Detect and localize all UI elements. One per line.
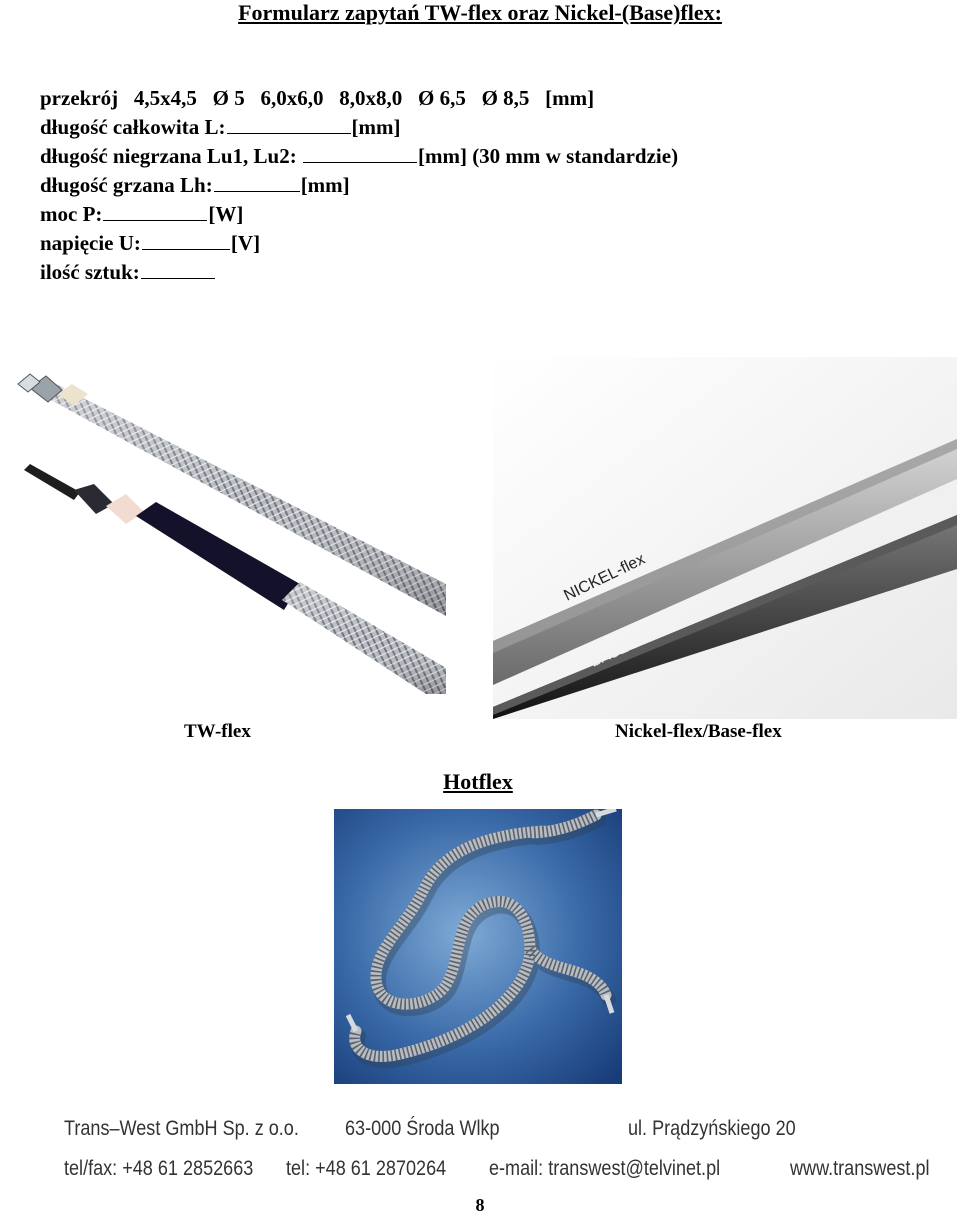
footer-street: ul. Prądzyńskiego 20	[628, 1117, 796, 1140]
heated-length-unit: [mm]	[300, 173, 350, 197]
quantity-row: ilość sztuk:	[40, 258, 678, 287]
power-field[interactable]	[103, 200, 208, 221]
cross-section-unit: [mm]	[545, 86, 595, 110]
quantity-label: ilość sztuk:	[40, 260, 140, 284]
nickel-flex-bar	[493, 439, 957, 685]
total-length-row: długość całkowita L: [mm]	[40, 113, 678, 142]
quantity-field[interactable]	[140, 258, 215, 279]
heated-length-label: długość grzana Lh:	[40, 173, 213, 197]
nickel-base-caption: Nickel-flex/Base-flex	[615, 721, 782, 742]
footer-telfax: tel/fax: +48 61 2852663	[64, 1157, 254, 1180]
hotflex-title: Hotflex	[443, 769, 513, 794]
footer-website-link[interactable]: www.transwest.pl	[790, 1157, 930, 1180]
voltage-field[interactable]	[141, 229, 230, 250]
heated-length-row: długość grzana Lh: [mm]	[40, 171, 678, 200]
power-unit: [W]	[208, 202, 244, 226]
cross-section-label: przekrój	[40, 86, 119, 110]
twflex-caption: TW-flex	[184, 721, 251, 742]
heated-length-field[interactable]	[213, 171, 300, 192]
total-length-field[interactable]	[226, 113, 351, 134]
cross-section-option[interactable]: Ø 6,5	[417, 86, 466, 110]
cross-section-option[interactable]: 4,5x4,5	[133, 86, 197, 110]
voltage-row: napięcie U: [V]	[40, 229, 678, 258]
footer-tel: tel: +48 61 2870264	[286, 1157, 447, 1180]
inquiry-form: przekrój 4,5x4,5 Ø 5 6,0x6,0 8,0x8,0 Ø 6…	[40, 84, 678, 287]
footer-company: Trans–West GmbH Sp. z o.o.	[64, 1117, 299, 1140]
cross-section-row: przekrój 4,5x4,5 Ø 5 6,0x6,0 8,0x8,0 Ø 6…	[40, 84, 678, 113]
voltage-label: napięcie U:	[40, 231, 141, 255]
cross-section-option[interactable]: Ø 8,5	[481, 86, 530, 110]
footer-city: 63-000 Środa Wlkp	[345, 1117, 500, 1140]
cross-section-option[interactable]: 8,0x8,0	[339, 86, 403, 110]
upper-cable	[17, 373, 446, 616]
total-length-label: długość całkowita L:	[40, 115, 226, 139]
unheated-length-label: długość niegrzana Lu1, Lu2:	[40, 144, 297, 168]
page-title: Formularz zapytań TW-flex oraz Nickel-(B…	[238, 0, 722, 25]
unheated-length-field[interactable]	[302, 142, 417, 163]
total-length-unit: [mm]	[351, 115, 401, 139]
hotflex-photo	[334, 809, 622, 1084]
unheated-length-unit: [mm] (30 mm w standardzie)	[417, 144, 679, 168]
power-row: moc P: [W]	[40, 200, 678, 229]
lower-cable	[24, 464, 446, 694]
unheated-length-row: długość niegrzana Lu1, Lu2: [mm] (30 mm …	[40, 142, 678, 171]
page-number: 8	[475, 1195, 485, 1215]
cross-section-option[interactable]: 6,0x6,0	[260, 86, 324, 110]
cross-section-option[interactable]: Ø 5	[212, 86, 245, 110]
nickel-base-photo: NICKEL-flex BASE-flex	[493, 357, 957, 719]
footer-email-link[interactable]: e-mail: transwest@telvinet.pl	[489, 1157, 721, 1180]
power-label: moc P:	[40, 202, 103, 226]
twflex-photo	[10, 372, 446, 694]
voltage-unit: [V]	[230, 231, 261, 255]
